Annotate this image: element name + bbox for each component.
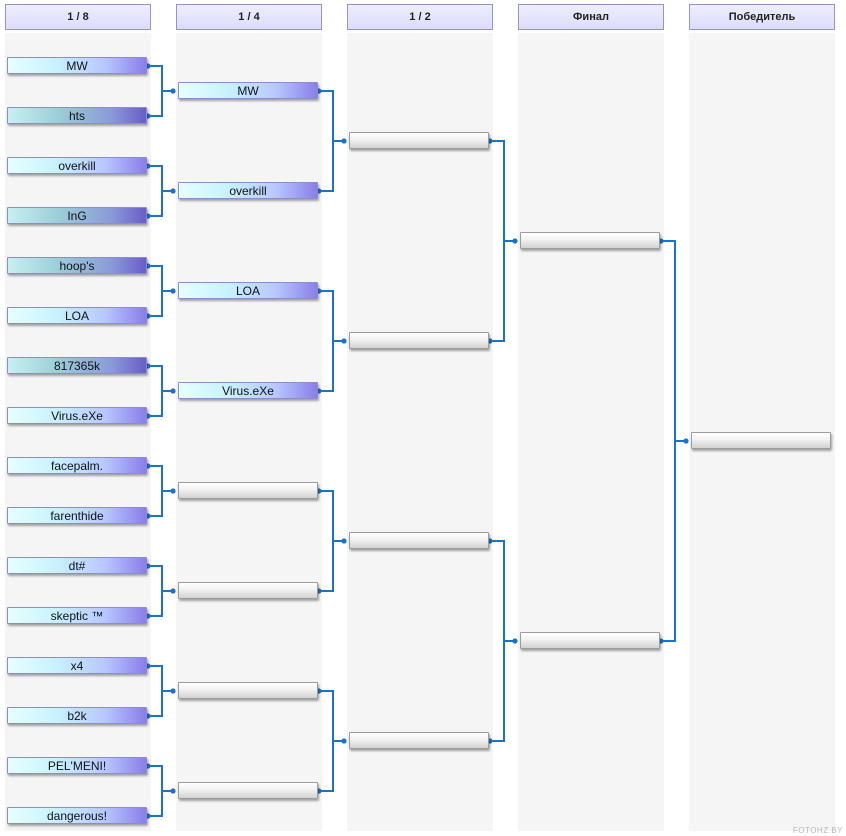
team-slot-round-of-16-16[interactable]: dangerous! — [7, 807, 147, 824]
team-slot-round-of-16-12[interactable]: skeptic ™ — [7, 607, 147, 624]
connector-dot — [170, 688, 176, 694]
connector-round-of-16-2 — [147, 165, 174, 217]
team-slot-round-of-16-10[interactable]: farenthide — [7, 507, 147, 524]
connector-dot — [170, 388, 176, 394]
connector-quarterfinal-1 — [318, 90, 345, 192]
team-slot-round-of-16-9[interactable]: facepalm. — [7, 457, 147, 474]
connector-round-of-16-3 — [147, 265, 174, 317]
connector-dot — [170, 788, 176, 794]
empty-slot-semifinal-1[interactable] — [349, 132, 489, 149]
team-slot-quarterfinal-3[interactable]: LOA — [178, 282, 318, 299]
connector-dot — [512, 638, 518, 644]
connector-semifinal-1 — [489, 140, 516, 342]
connector-dot — [341, 138, 347, 144]
team-slot-round-of-16-13[interactable]: x4 — [7, 657, 147, 674]
team-slot-quarterfinal-4[interactable]: Virus.eXe — [178, 382, 318, 399]
team-slot-round-of-16-5[interactable]: hoop's — [7, 257, 147, 274]
team-slot-quarterfinal-2[interactable]: overkill — [178, 182, 318, 199]
connector-dot — [170, 488, 176, 494]
empty-slot-semifinal-4[interactable] — [349, 732, 489, 749]
connector-quarterfinal-3 — [318, 490, 345, 592]
connector-quarterfinal-4 — [318, 690, 345, 792]
connector-round-of-16-1 — [147, 65, 174, 117]
connector-dot — [341, 538, 347, 544]
column-final-background — [518, 33, 664, 831]
team-slot-quarterfinal-1[interactable]: MW — [178, 82, 318, 99]
watermark: FOTOHZ.BY — [792, 826, 843, 835]
team-slot-round-of-16-7[interactable]: 817365k — [7, 357, 147, 374]
team-slot-round-of-16-3[interactable]: overkill — [7, 157, 147, 174]
empty-slot-quarterfinal-8[interactable] — [178, 782, 318, 799]
empty-slot-final-1[interactable] — [520, 232, 660, 249]
empty-slot-semifinal-2[interactable] — [349, 332, 489, 349]
empty-slot-quarterfinal-7[interactable] — [178, 682, 318, 699]
column-header-round-of-16: 1 / 8 — [5, 4, 151, 30]
connector-dot — [512, 238, 518, 244]
empty-slot-quarterfinal-5[interactable] — [178, 482, 318, 499]
empty-slot-quarterfinal-6[interactable] — [178, 582, 318, 599]
column-header-quarterfinal: 1 / 4 — [176, 4, 322, 30]
connector-dot — [170, 588, 176, 594]
connector-round-of-16-5 — [147, 465, 174, 517]
empty-slot-winner-1[interactable] — [691, 432, 831, 449]
empty-slot-final-2[interactable] — [520, 632, 660, 649]
team-slot-round-of-16-11[interactable]: dt# — [7, 557, 147, 574]
team-slot-round-of-16-14[interactable]: b2k — [7, 707, 147, 724]
connector-quarterfinal-2 — [318, 290, 345, 392]
connector-final-1 — [660, 240, 687, 642]
column-header-final: Финал — [518, 4, 664, 30]
column-header-semifinal: 1 / 2 — [347, 4, 493, 30]
connector-round-of-16-8 — [147, 765, 174, 817]
team-slot-round-of-16-6[interactable]: LOA — [7, 307, 147, 324]
team-slot-round-of-16-4[interactable]: InG — [7, 207, 147, 224]
team-slot-round-of-16-1[interactable]: MW — [7, 57, 147, 74]
connector-round-of-16-6 — [147, 565, 174, 617]
column-semifinal-background — [347, 33, 493, 831]
connector-semifinal-2 — [489, 540, 516, 742]
column-header-winner: Победитель — [689, 4, 835, 30]
connector-dot — [170, 288, 176, 294]
connector-dot — [341, 338, 347, 344]
connector-round-of-16-4 — [147, 365, 174, 417]
connector-dot — [341, 738, 347, 744]
connector-dot — [170, 88, 176, 94]
empty-slot-semifinal-3[interactable] — [349, 532, 489, 549]
team-slot-round-of-16-8[interactable]: Virus.eXe — [7, 407, 147, 424]
connector-dot — [170, 188, 176, 194]
connector-dot — [683, 438, 689, 444]
team-slot-round-of-16-2[interactable]: hts — [7, 107, 147, 124]
team-slot-round-of-16-15[interactable]: PEL'MENI! — [7, 757, 147, 774]
connector-round-of-16-7 — [147, 665, 174, 717]
